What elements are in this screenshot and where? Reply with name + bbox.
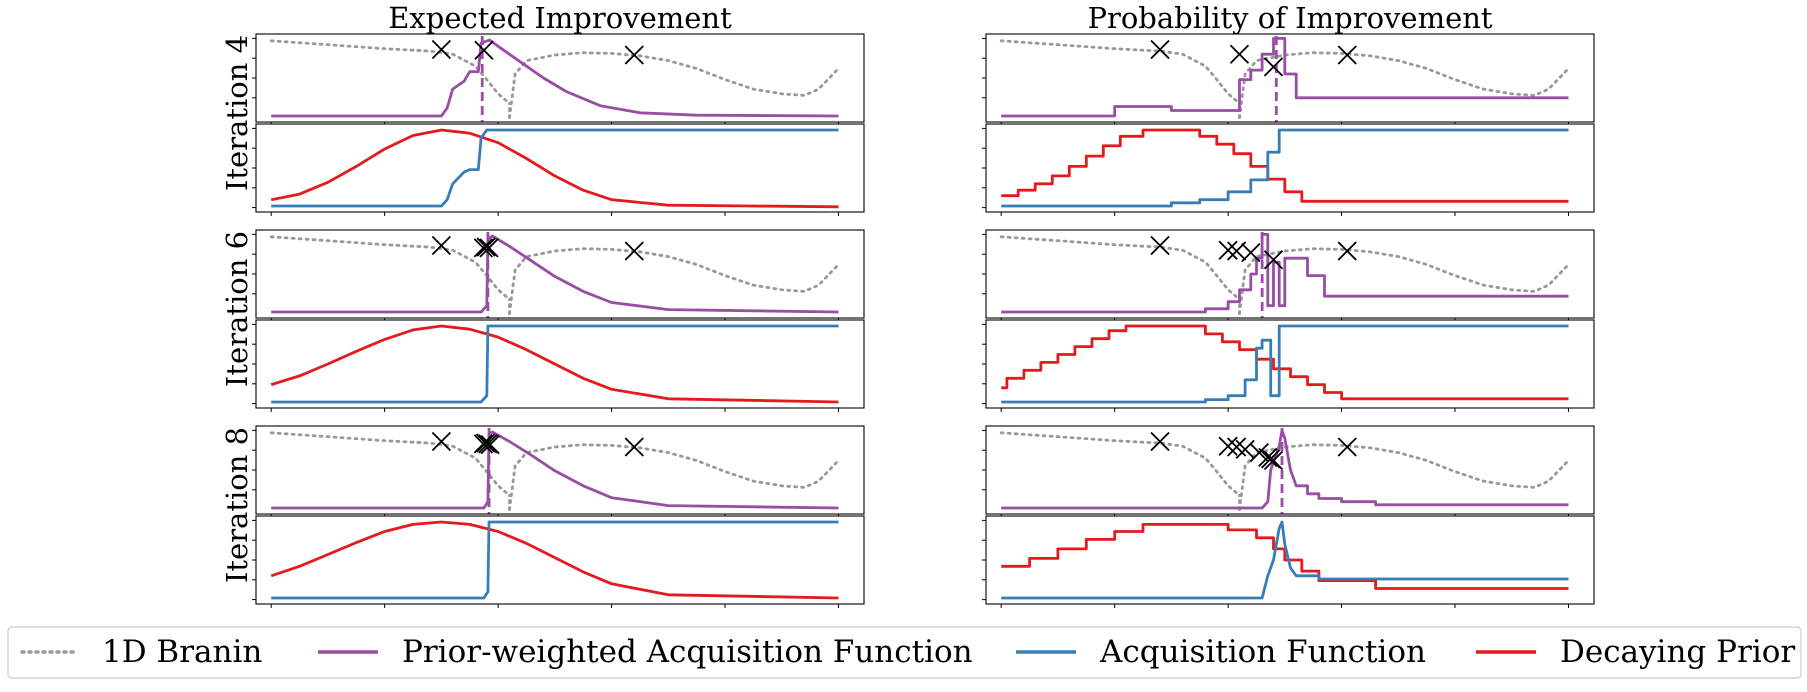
panel-top-pi-it6 — [982, 229, 1595, 322]
branin-line — [508, 51, 840, 119]
observation-marker — [1337, 437, 1357, 457]
observation-marker — [1229, 44, 1250, 64]
panel-bottom-pi-it8 — [982, 515, 1595, 608]
branin-line — [999, 39, 1241, 105]
panel-bottom-pi-it4 — [982, 123, 1595, 216]
column-title-pi: Probability of Improvement — [1087, 1, 1492, 35]
legend-label-branin: 1D Branin — [102, 634, 262, 670]
observation-marker — [624, 437, 644, 457]
prior-weighted-line — [271, 38, 839, 118]
observation-marker — [1263, 450, 1284, 471]
observation-marker — [1218, 436, 1238, 456]
panel-top-pi-it4 — [982, 33, 1595, 126]
observation-marker — [431, 39, 452, 60]
prior-weighted-line — [271, 234, 839, 314]
observation-marker — [474, 40, 494, 60]
acquisition-line — [1001, 324, 1569, 404]
branin-line — [1238, 443, 1570, 511]
branin-line — [999, 235, 1241, 301]
observation-marker — [1263, 250, 1284, 270]
row-label-iteration-8: Iteration 8 — [220, 427, 254, 583]
decaying-prior-line — [1001, 324, 1569, 401]
decaying-prior-line — [270, 520, 839, 600]
observation-marker — [473, 238, 493, 258]
observation-marker — [1337, 45, 1357, 65]
panel-top-pi-it6-bg — [986, 230, 1594, 318]
branin-line — [269, 431, 511, 497]
decaying-prior-line — [270, 128, 839, 209]
acquisition-line — [271, 128, 839, 208]
panel-bottom-pi-it6-bg — [986, 320, 1594, 408]
observation-marker — [1337, 241, 1357, 261]
observation-marker — [1263, 57, 1284, 77]
observation-marker — [624, 45, 644, 65]
branin-line — [269, 235, 511, 301]
branin-line — [999, 431, 1241, 497]
acquisition-line — [271, 324, 839, 404]
panel-bottom-ei-it6 — [252, 319, 865, 412]
observation-marker — [431, 431, 452, 452]
column-title-ei: Expected Improvement — [388, 1, 732, 35]
prior-weighted-line — [271, 430, 839, 510]
prior-weighted-line — [1001, 37, 1569, 118]
branin-line — [508, 247, 840, 315]
observation-marker — [624, 241, 644, 261]
observation-marker — [480, 435, 500, 455]
observation-marker — [475, 433, 496, 453]
panel-top-pi-it8 — [982, 425, 1595, 518]
branin-line — [508, 443, 840, 511]
panel-bottom-pi-it6 — [982, 319, 1595, 412]
acquisition-line — [1001, 520, 1569, 600]
panel-top-ei-it8 — [252, 425, 865, 518]
panel-bottom-pi-it4-bg — [986, 124, 1594, 212]
observation-marker — [478, 434, 498, 454]
observation-marker — [1150, 235, 1170, 256]
panel-top-ei-it4 — [252, 33, 865, 126]
decaying-prior-line — [1001, 523, 1569, 590]
legend-label-acquisition: Acquisition Function — [1099, 634, 1426, 670]
panel-bottom-ei-it4-bg — [256, 124, 864, 212]
panel-top-pi-it4-bg — [986, 34, 1594, 122]
row-label-iteration-6: Iteration 6 — [220, 231, 254, 387]
branin-line — [269, 39, 511, 105]
observation-marker — [1150, 431, 1170, 452]
prior-weighted-line — [1001, 233, 1569, 314]
row-label-iteration-4: Iteration 4 — [220, 35, 254, 191]
panel-top-ei-it6-bg — [256, 230, 864, 318]
legend: 1D Branin Prior-weighted Acquisition Fun… — [7, 626, 1802, 679]
prior-weighted-line — [1001, 429, 1569, 510]
acquisition-line — [1001, 128, 1569, 208]
acquisition-line — [271, 520, 839, 600]
observation-marker — [431, 235, 452, 256]
panel-top-ei-it8-bg — [256, 426, 864, 514]
observation-marker — [1241, 242, 1261, 263]
panels-group — [252, 33, 1595, 608]
panel-top-ei-it6 — [252, 229, 865, 322]
observation-marker — [1218, 240, 1238, 260]
panel-bottom-ei-it4 — [252, 123, 865, 216]
legend-label-prior: Decaying Prior — [1560, 634, 1795, 670]
observation-marker — [473, 434, 493, 454]
observation-marker — [1150, 39, 1170, 60]
legend-label-prior-weighted: Prior-weighted Acquisition Function — [402, 634, 973, 670]
panel-top-ei-it4-bg — [256, 34, 864, 122]
decaying-prior-line — [270, 324, 839, 404]
observation-marker — [476, 237, 496, 257]
panel-bottom-ei-it6-bg — [256, 320, 864, 408]
observation-marker — [479, 238, 499, 258]
branin-line — [1238, 247, 1570, 315]
legend-frame — [7, 626, 1802, 679]
panel-bottom-ei-it8 — [252, 515, 865, 608]
